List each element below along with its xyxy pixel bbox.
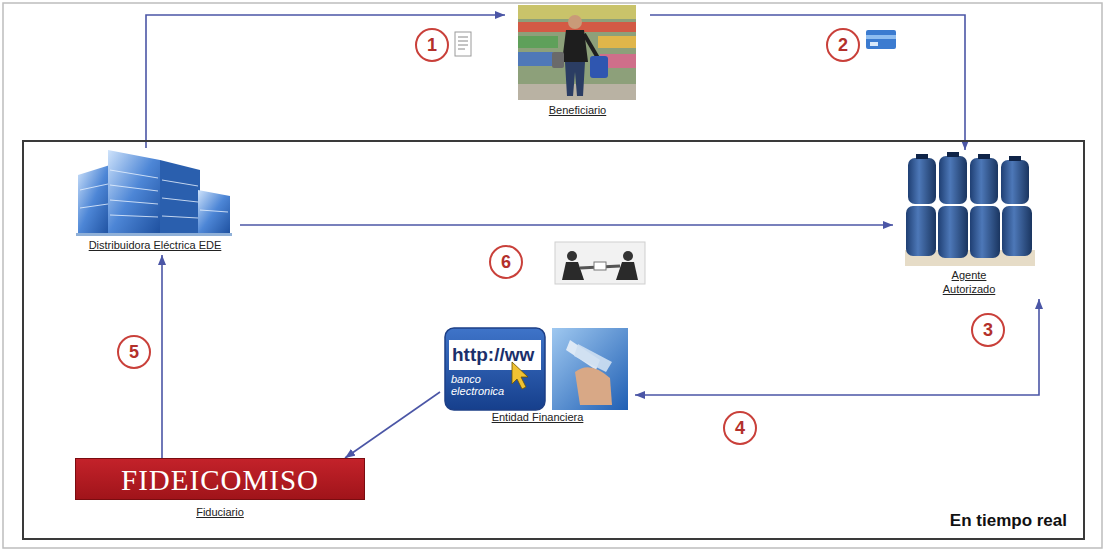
flow-arrow	[161, 255, 163, 458]
node-label: Beneficiario	[510, 103, 645, 117]
flow-arrow	[635, 299, 1039, 395]
node-label: Agente Autorizado	[928, 268, 1010, 296]
entity-box: FIDEICOMISO Fiduciario	[75, 458, 365, 522]
document-icon	[455, 32, 471, 56]
flow-arrow	[345, 392, 440, 458]
node-label: Distribuidora Eléctrica EDE	[85, 238, 225, 252]
money-photo	[552, 328, 628, 410]
card-icon	[866, 30, 896, 49]
handshake-photo	[555, 242, 645, 284]
entity-box: Distribuidora Eléctrica EDE	[70, 148, 240, 255]
actor-box: Beneficiario	[505, 5, 650, 120]
image-border	[3, 3, 1102, 548]
building-icon	[76, 150, 232, 236]
callout-number: 5	[117, 335, 151, 369]
flow-arrow	[240, 224, 893, 226]
bank-web-icon	[445, 328, 545, 410]
icon-text: http://ww	[452, 344, 542, 366]
flow-arrow	[146, 15, 505, 148]
person-photo	[518, 5, 636, 100]
callout-number: 6	[489, 245, 523, 279]
callout-number: 3	[971, 313, 1005, 347]
node-label: Entidad Financiera	[448, 410, 628, 424]
icon-text: banco electronica	[451, 373, 515, 397]
gas-cylinders-photo	[905, 152, 1035, 266]
callout-number: 2	[826, 28, 860, 62]
flow-arrow	[650, 15, 965, 150]
realtime-frame: En tiempo real Distribuidora Eléctrica ED…	[22, 140, 1085, 540]
entity-box: Agente Autorizado	[893, 150, 1045, 299]
node-label: Fiduciario	[75, 505, 365, 519]
frame-caption: En tiempo real	[950, 514, 1067, 528]
banner-title: FIDEICOMISO	[75, 458, 365, 500]
callout-number: 1	[415, 28, 449, 62]
callout-number: 4	[723, 411, 757, 445]
